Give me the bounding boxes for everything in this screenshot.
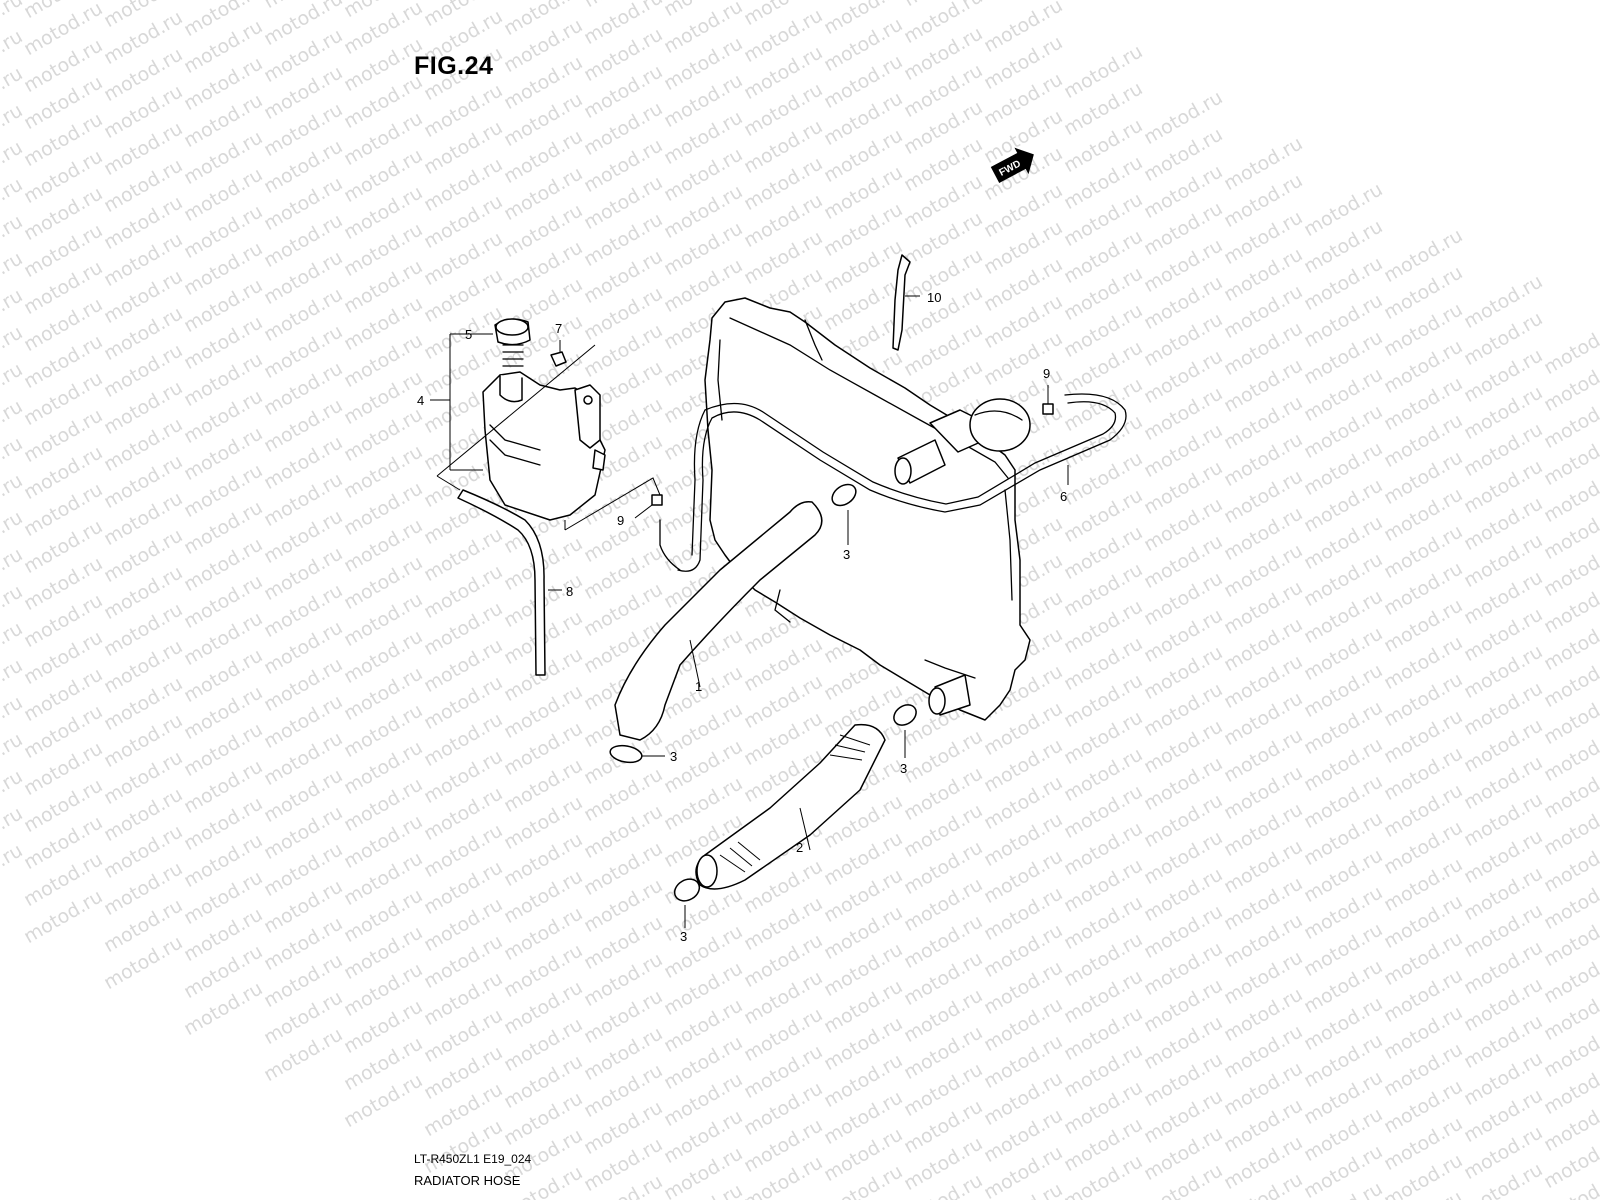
callout-9-left: 9: [617, 513, 625, 528]
callout-5: 5: [465, 327, 473, 342]
callout-9-right: 9: [1043, 366, 1051, 381]
callout-4: 4: [417, 393, 425, 408]
callout-10: 10: [927, 290, 942, 305]
callout-3-bottom: 3: [680, 929, 688, 944]
radiator-hose-2: [695, 723, 886, 890]
radiator-hose-8: [457, 489, 562, 676]
figure-code: LT-R450ZL1 E19_024: [414, 1152, 532, 1166]
callout-3-lower: 3: [900, 761, 908, 776]
callout-2: 2: [796, 840, 804, 855]
reservoir-tank: [430, 318, 661, 531]
callout-6: 6: [1060, 489, 1068, 504]
fwd-arrow-icon: FWD: [990, 147, 1034, 183]
callout-7: 7: [555, 321, 563, 336]
figure-name: RADIATOR HOSE: [414, 1173, 521, 1188]
figure-title: FIG.24: [414, 52, 494, 80]
radiator: [704, 297, 1031, 721]
callout-1: 1: [695, 679, 703, 694]
cable-tie: [892, 254, 920, 351]
callout-3-upper: 3: [843, 547, 851, 562]
radiator-hose-1: [614, 500, 823, 741]
hose-clamps: [609, 385, 1054, 928]
callout-8: 8: [566, 584, 574, 599]
radiator-hose-6: [677, 393, 1127, 572]
callout-3-left: 3: [670, 749, 678, 764]
